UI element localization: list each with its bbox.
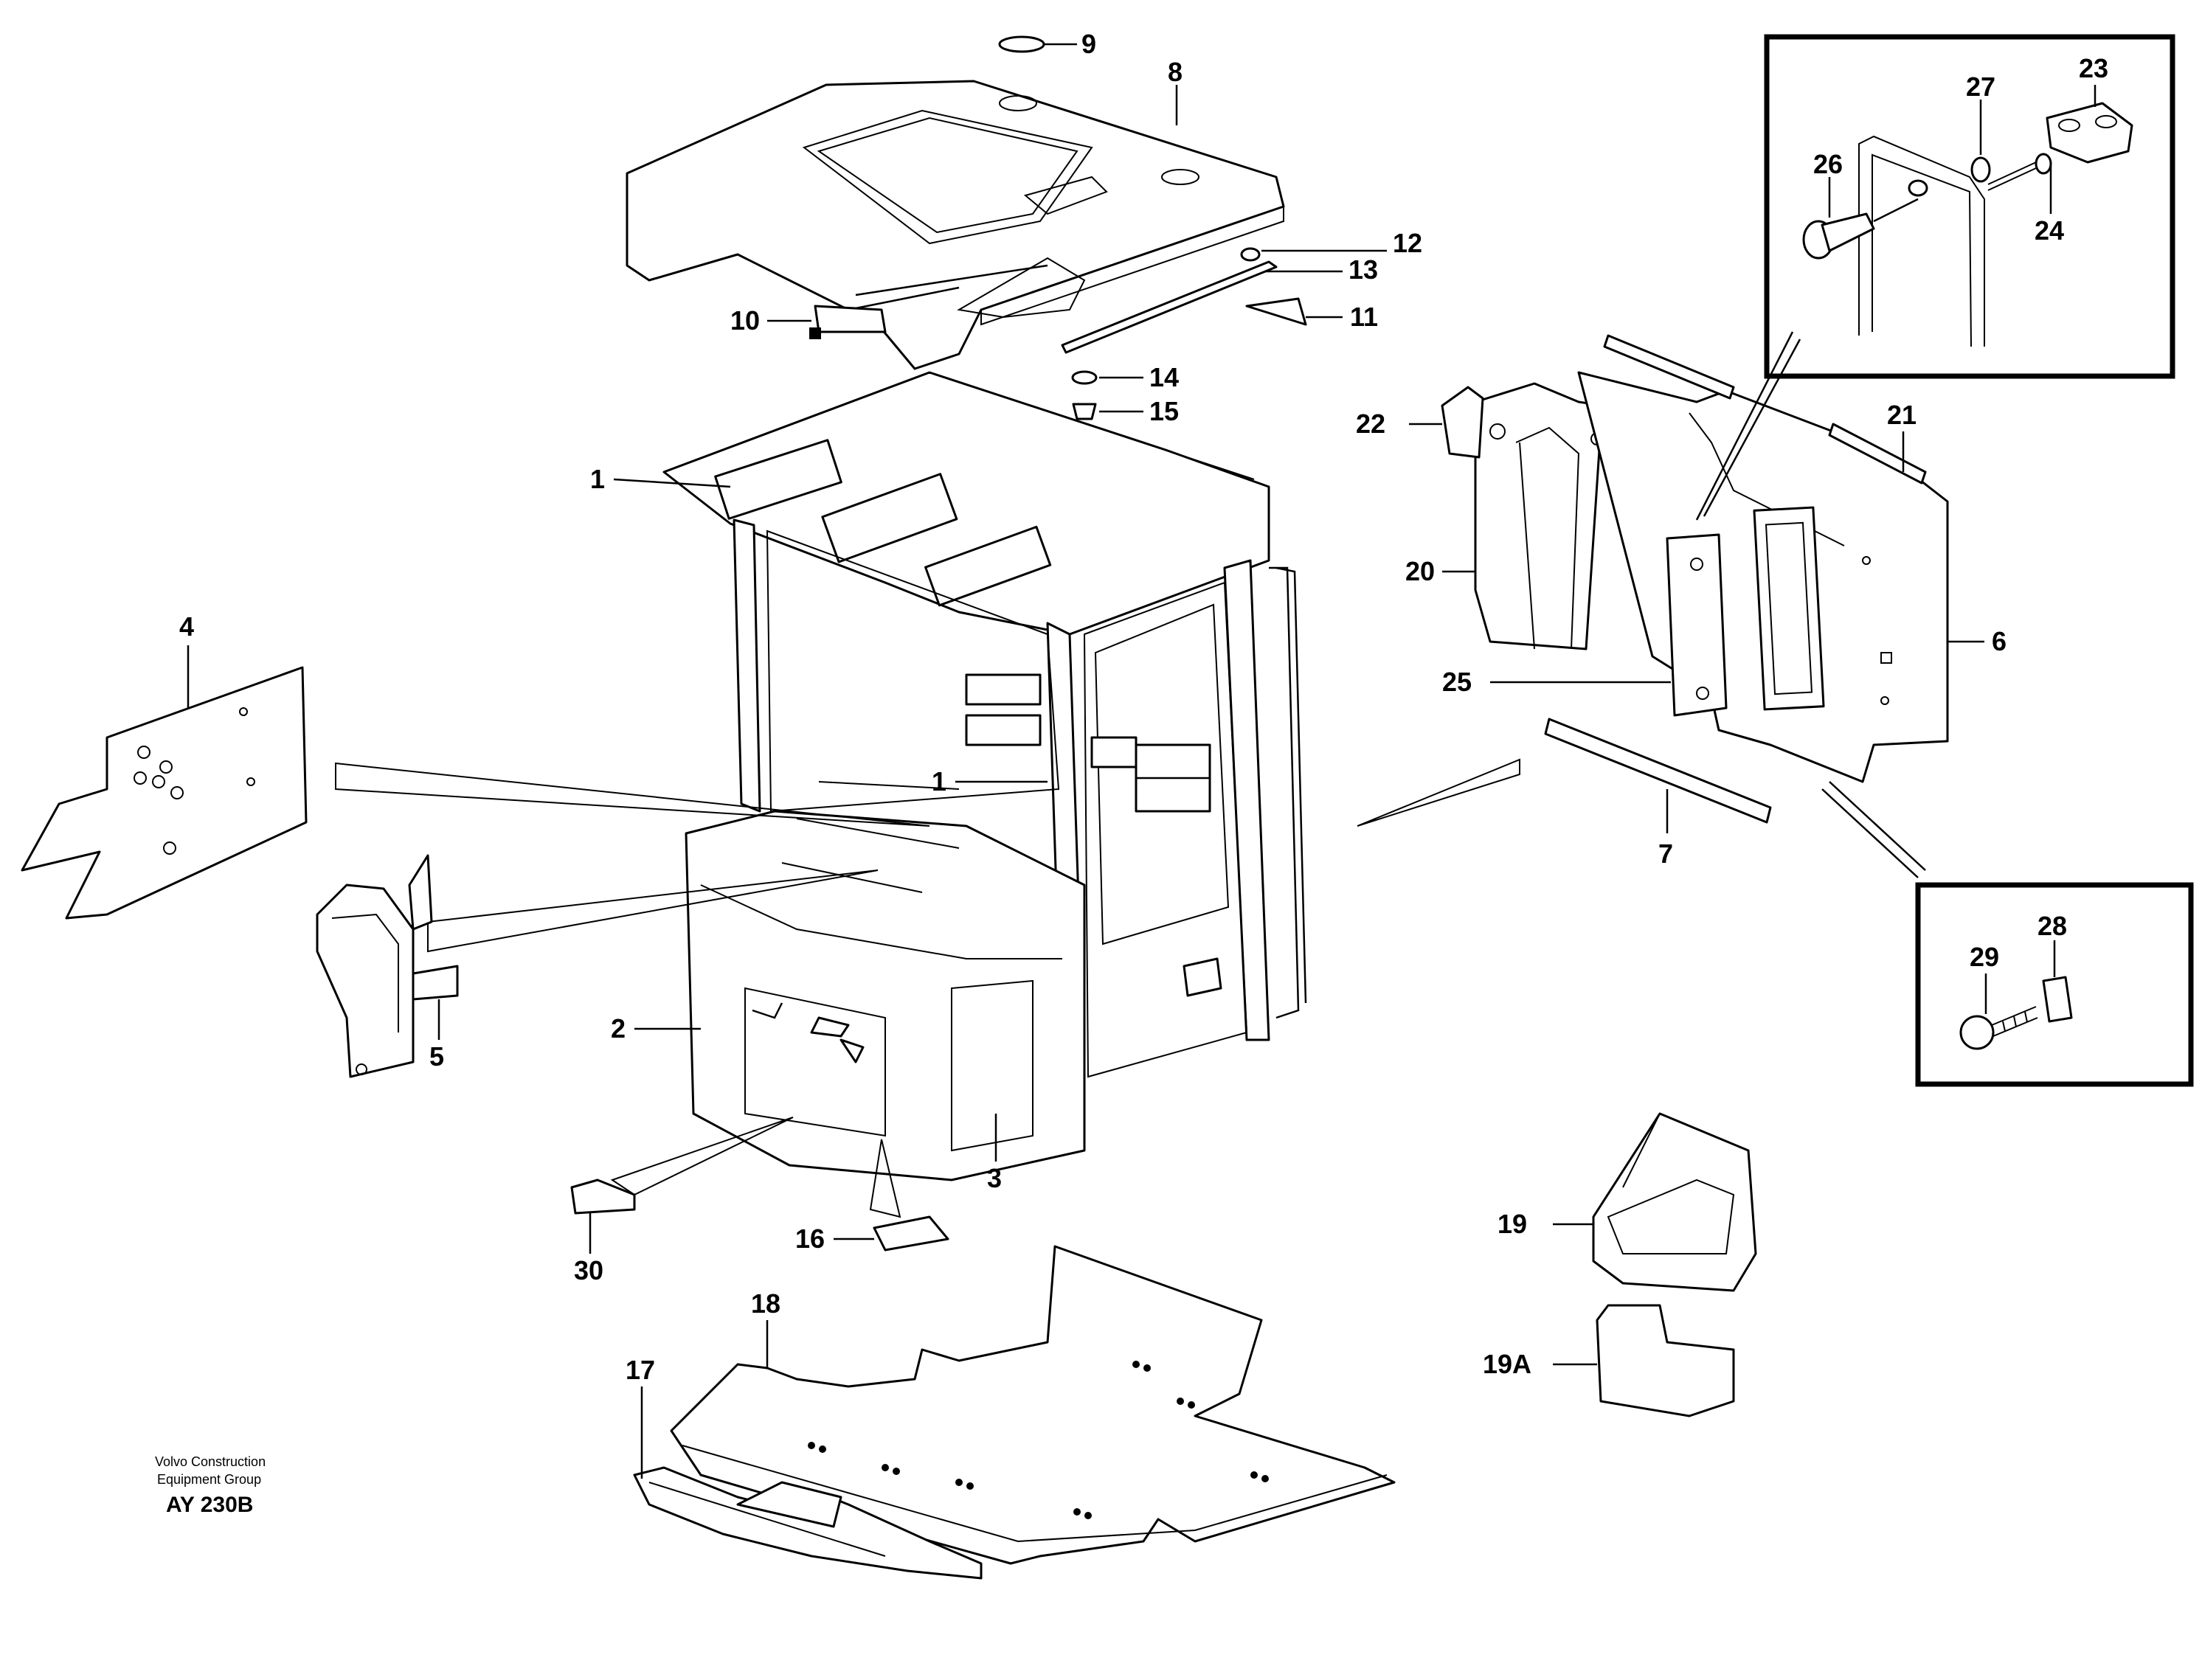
label-24: 24	[2035, 215, 2064, 246]
callout-line-lower	[1821, 781, 1926, 878]
label-23: 23	[2079, 53, 2108, 83]
knob-part-26	[1802, 177, 1919, 260]
label-5: 5	[429, 1041, 444, 1072]
label-6: 6	[1992, 626, 2007, 656]
label-27: 27	[1966, 72, 1995, 102]
drawing-code: AY 230B	[166, 1493, 253, 1517]
clip-part-10	[767, 305, 887, 339]
clip-part-30	[570, 1179, 636, 1254]
label-11: 11	[1350, 302, 1378, 332]
fastener-part-12	[1240, 247, 1387, 262]
label-18: 18	[751, 1288, 780, 1319]
cup-holder-part-19	[1553, 1112, 1757, 1292]
projection-wedge-5	[427, 869, 879, 953]
roof-panel-part-8	[626, 80, 1285, 370]
cover-part-16	[834, 1215, 949, 1252]
washer-part-14	[1071, 370, 1143, 385]
label-14: 14	[1149, 362, 1179, 392]
credit-line-1: Volvo Construction	[155, 1454, 266, 1469]
label-2: 2	[611, 1013, 626, 1044]
latch-part-23	[2046, 85, 2133, 164]
label-16: 16	[795, 1223, 825, 1254]
bracket-part-11	[1245, 297, 1343, 326]
seal-strip-part-7	[1544, 718, 1772, 833]
projection-wedge-30	[610, 1117, 794, 1196]
label-26: 26	[1813, 149, 1843, 179]
label-30: 30	[574, 1255, 603, 1285]
label-1a: 1	[590, 464, 605, 494]
label-28: 28	[2037, 911, 2067, 941]
detail-box-lower	[1915, 882, 2194, 1087]
handle-frame-detail	[1858, 135, 1985, 347]
projection-wedge-16	[869, 1139, 901, 1218]
label-25: 25	[1442, 667, 1472, 697]
label-20: 20	[1405, 556, 1435, 586]
label-21: 21	[1887, 400, 1917, 430]
label-13: 13	[1348, 254, 1378, 285]
label-12: 12	[1393, 228, 1422, 258]
credit-line-2: Equipment Group	[157, 1472, 261, 1487]
projection-wedge-6	[1357, 758, 1520, 827]
label-4: 4	[179, 611, 194, 642]
leader-1a	[613, 478, 731, 488]
seal-strip-part-21	[1828, 423, 1927, 485]
label-3: 3	[987, 1163, 1002, 1193]
washer-part-27	[1970, 100, 1991, 183]
cap-part-9	[998, 35, 1077, 53]
trim-plate-part-25	[1490, 533, 1728, 717]
floor-mat-part-18	[670, 1245, 1396, 1565]
bracket-part-22	[1409, 386, 1484, 459]
nut-part-15	[1072, 403, 1143, 420]
label-17: 17	[626, 1355, 655, 1385]
label-8: 8	[1168, 57, 1183, 87]
label-15: 15	[1149, 396, 1179, 426]
cab-frame	[662, 371, 1307, 1181]
label-1b: 1	[932, 766, 946, 796]
label-22: 22	[1356, 409, 1385, 439]
label-10: 10	[730, 305, 760, 336]
detail-box-upper	[1764, 34, 2175, 379]
screw-part-29	[1959, 973, 2038, 1050]
bracket-part-5	[316, 854, 459, 1078]
label-7: 7	[1658, 839, 1673, 869]
cup-holder-insert-part-19a	[1553, 1304, 1735, 1417]
floor-mat-dots	[808, 1361, 1269, 1519]
label-19: 19	[1498, 1209, 1527, 1239]
label-9: 9	[1081, 29, 1096, 59]
seal-strip-part-21-upper	[1603, 334, 1735, 400]
side-panel-part-4	[21, 645, 308, 920]
screw-part-24	[1987, 153, 2052, 214]
callout-line-upper	[1695, 331, 1801, 521]
projection-wedge-4	[335, 762, 930, 827]
front-strip-part-17	[633, 1386, 983, 1580]
back-panel-part-6	[1577, 371, 1984, 783]
clip-nut-part-28	[2042, 940, 2073, 1023]
label-19a: 19A	[1483, 1349, 1531, 1379]
label-29: 29	[1970, 942, 1999, 972]
seal-strip-part-13	[1061, 260, 1343, 354]
